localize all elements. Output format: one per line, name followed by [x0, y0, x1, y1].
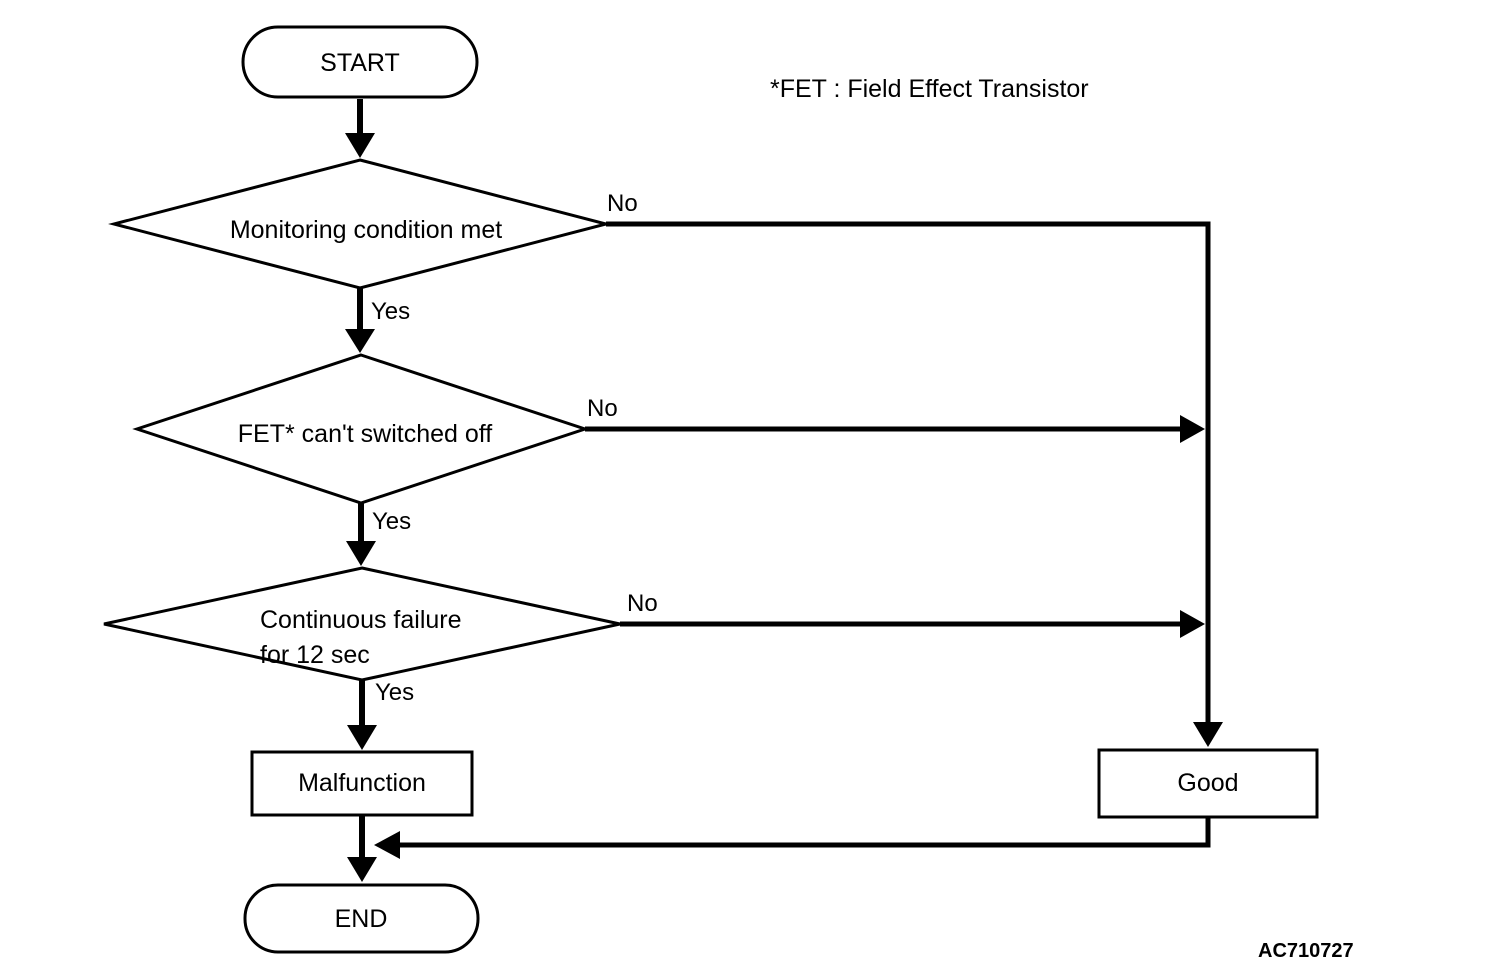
- malfunction-node: Malfunction: [250, 750, 474, 817]
- end-label: END: [335, 905, 388, 933]
- fet-yes-label: Yes: [372, 508, 411, 535]
- fet-footnote: *FET : Field Effect Transistor: [770, 75, 1089, 103]
- edge-monitoring-yes: Yes: [345, 288, 410, 353]
- good-label: Good: [1177, 769, 1238, 797]
- end-node: END: [243, 883, 480, 954]
- arrowhead-down-icon: [347, 725, 377, 750]
- arrowhead-down-icon: [345, 329, 375, 353]
- end-terminator-shape: [243, 883, 480, 954]
- monitoring-no-label: No: [607, 190, 638, 217]
- arrowhead-down-icon: [346, 541, 376, 566]
- fet-no-label: No: [587, 395, 618, 422]
- figure-code: AC710727: [1258, 940, 1354, 962]
- continuous-label-line2: for 12 sec: [260, 641, 370, 669]
- arrowhead-down-icon: [347, 857, 377, 882]
- decision-monitoring: Monitoring condition met: [108, 158, 612, 290]
- edge-start-to-monitoring: [345, 99, 375, 158]
- continuous-yes-label: Yes: [375, 679, 414, 706]
- decision-fet: FET* can't switched off: [132, 353, 590, 505]
- start-terminator-shape: [241, 25, 479, 99]
- start-label: START: [320, 49, 400, 77]
- edge-line: [606, 221, 1211, 722]
- decision-continuous: Continuous failure for 12 sec: [103, 566, 621, 682]
- start-node: START: [241, 25, 479, 99]
- edge-fet-yes: Yes: [346, 503, 411, 566]
- edge-malfunction-to-end: [347, 815, 377, 882]
- arrowhead-left-icon: [374, 831, 400, 859]
- arrowhead-right-icon: [1180, 415, 1205, 443]
- edge-fet-no: No: [585, 395, 1205, 443]
- continuous-label-line1: Continuous failure: [260, 606, 462, 634]
- fet-label: FET* can't switched off: [238, 420, 492, 448]
- arrowhead-down-icon: [1193, 722, 1223, 747]
- edge-line: [398, 817, 1211, 848]
- continuous-no-label: No: [627, 590, 658, 617]
- arrowhead-right-icon: [1180, 610, 1205, 638]
- good-box-shape: [1097, 748, 1319, 819]
- arrowhead-down-icon: [345, 133, 375, 158]
- good-node: Good: [1097, 748, 1319, 819]
- malfunction-label: Malfunction: [298, 769, 426, 797]
- edge-monitoring-no: No: [606, 190, 1223, 747]
- monitoring-yes-label: Yes: [371, 298, 410, 325]
- edge-good-to-end-junction: [374, 817, 1211, 859]
- edge-continuous-yes: Yes: [347, 679, 414, 750]
- edge-continuous-no: No: [620, 590, 1205, 638]
- monitoring-label: Monitoring condition met: [230, 216, 502, 244]
